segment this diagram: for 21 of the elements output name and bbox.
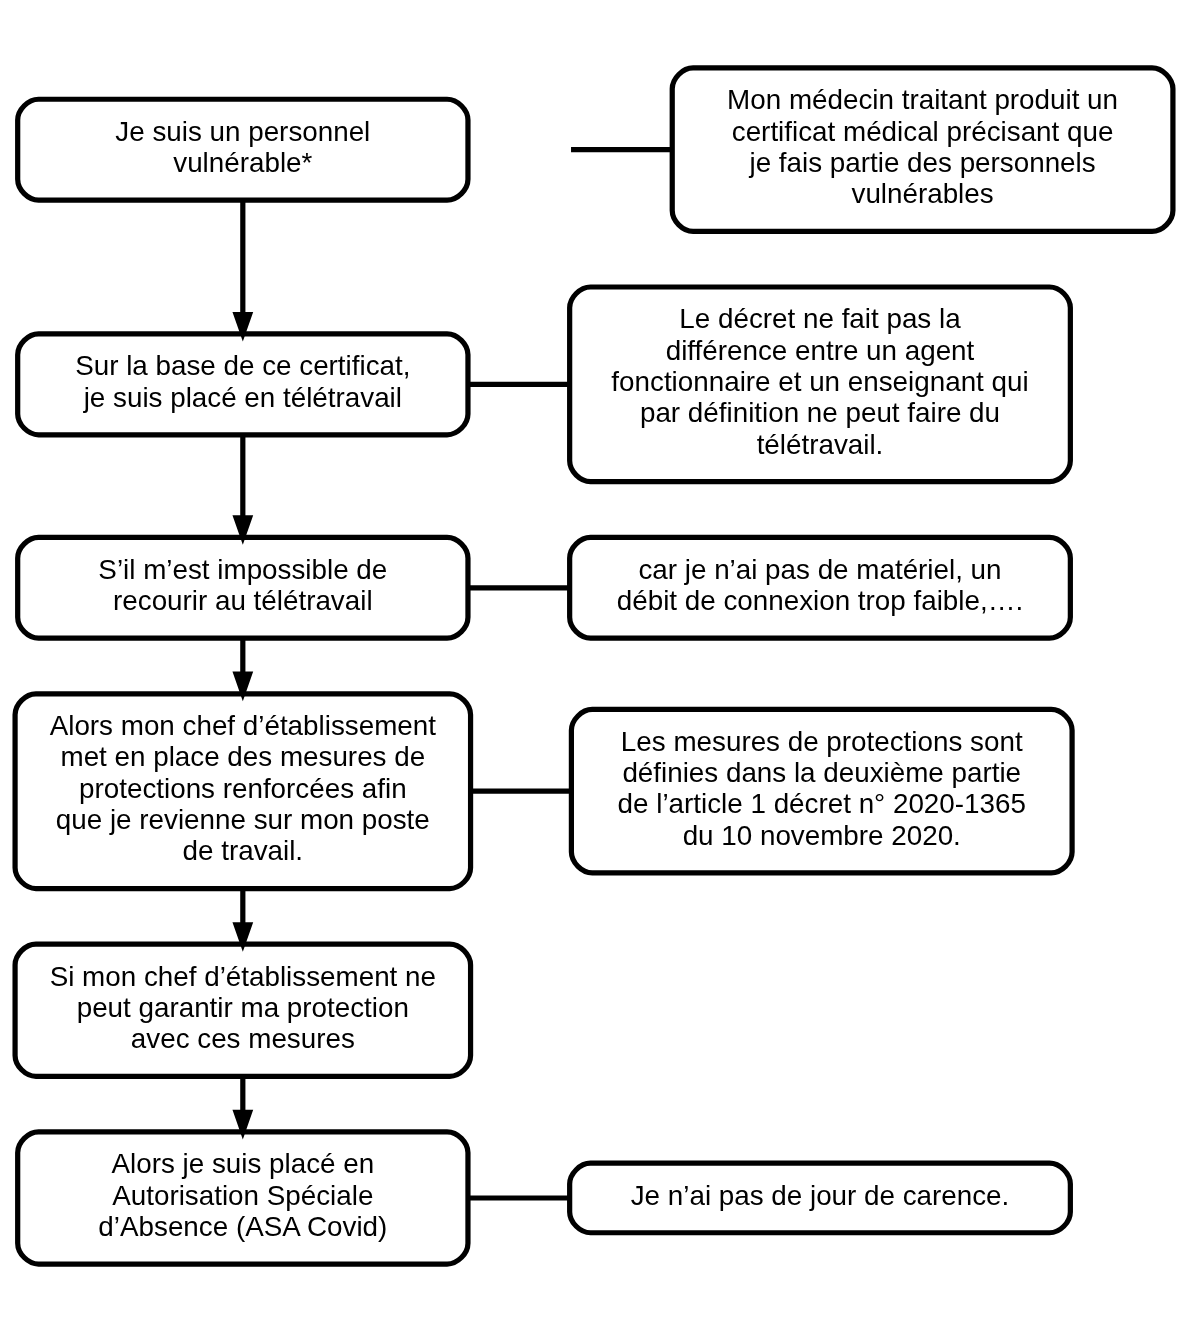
node-box: Alors mon chef d’établissement met en place des mesures de protections renforcées afin que je revienne sur mon poste de travail. [12,691,474,892]
arrow [232,200,254,342]
node-box: Sur la base de ce certificat, je suis placé en télétravail [15,331,471,438]
node-box: Le décret ne fait pas la différence entre un agent fonctionnaire et un enseignant qui par définition ne peut faire du télétravail. [567,284,1073,485]
connector [571,147,672,153]
connector [468,585,570,591]
node-box: car je n’ai pas de matériel, un débit de connexion trop faible,…. [567,534,1073,641]
node-box: Les mesures de protections sont définies dans la deuxième partie de l’article 1 décret n° 2020-1365 du 10 novembre 2020. [568,706,1075,876]
node-box: Alors je suis placé en Autorisation Spéciale d’Absence (ASA Covid) [15,1129,471,1267]
connector [468,381,570,387]
node-box: Je n’ai pas de jour de carence. [567,1160,1073,1236]
connector [468,1195,570,1201]
arrow [232,888,254,952]
node-box: Je suis un personnel vulnérable* [15,96,471,203]
connector [470,788,571,794]
node-box: Si mon chef d’établissement ne peut garantir ma protection avec ces mesures [12,941,474,1079]
arrow [232,638,254,702]
arrow [232,1076,254,1140]
node-box: S’il m’est impossible de recourir au télétravail [15,534,471,641]
arrow [232,435,254,545]
node-box: Mon médecin traitant produit un certificat médical précisant que je fais partie des personnels vulnérables [669,65,1176,234]
